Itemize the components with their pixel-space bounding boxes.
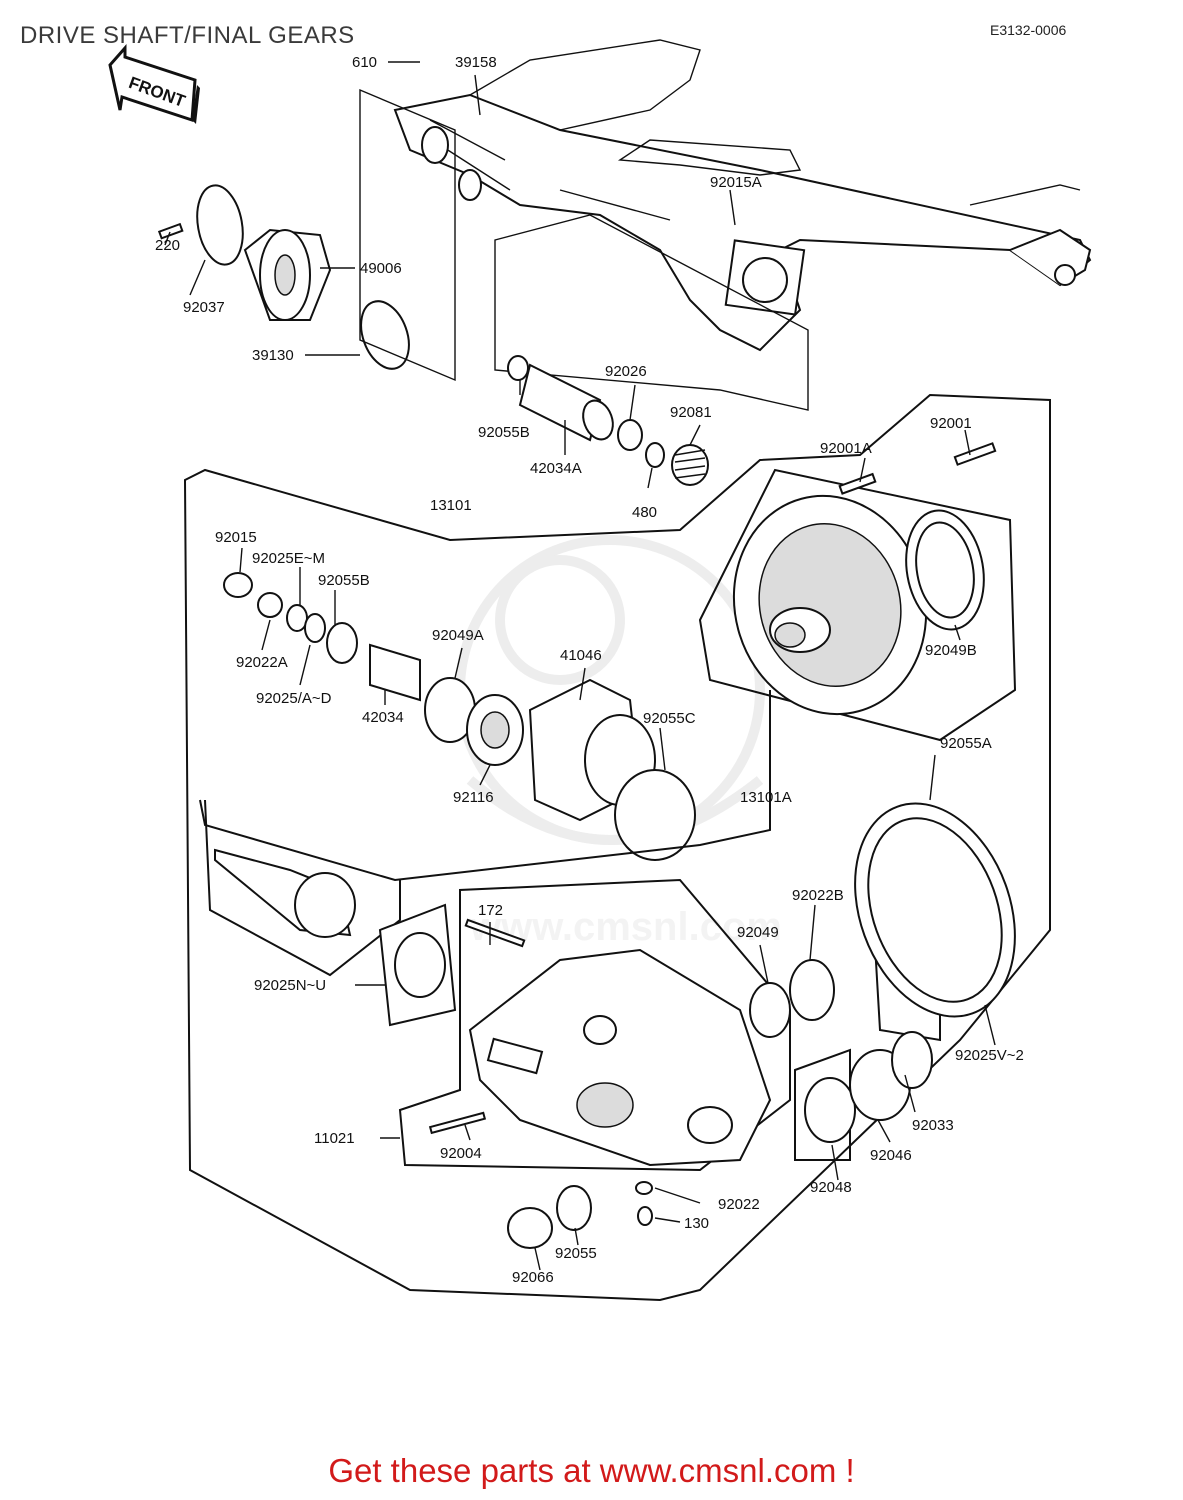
label-92049B: 92049B [925, 642, 977, 659]
label-92055: 92055 [555, 1245, 597, 1262]
bottom-parts [507, 1181, 653, 1249]
label-92026: 92026 [605, 363, 647, 380]
ring-gear [732, 442, 997, 716]
pinion-bearings [223, 572, 524, 766]
label-92022B: 92022B [792, 887, 844, 904]
label-92015: 92015 [215, 529, 257, 546]
label-92055B: 92055B [318, 572, 370, 589]
label-92081: 92081 [670, 404, 712, 421]
label-41046: 41046 [560, 647, 602, 664]
pinion-gear [214, 848, 457, 1027]
part-labels: 610 39158 92015A 220 92037 49006 39130 9… [155, 54, 1024, 1286]
front-joint-group [157, 184, 410, 370]
leader-lines [164, 61, 996, 1271]
label-92025N-U: 92025N~U [254, 977, 326, 994]
label-480: 480 [632, 504, 657, 521]
label-92025-A-D: 92025/A~D [256, 690, 332, 707]
drive-shaft-parts [507, 355, 709, 486]
label-92055C: 92055C [643, 710, 696, 727]
shaft-bracket [359, 88, 456, 382]
label-92049: 92049 [737, 924, 779, 941]
label-92049A: 92049A [432, 627, 484, 644]
label-130: 130 [684, 1215, 709, 1232]
label-39158: 39158 [455, 54, 497, 71]
label-220: 220 [155, 237, 180, 254]
label-92022A: 92022A [236, 654, 288, 671]
label-92055A: 92055A [940, 735, 992, 752]
label-172: 172 [478, 902, 503, 919]
label-11021: 11021 [314, 1130, 355, 1147]
footer-link[interactable]: Get these parts at www.cmsnl.com ! [328, 1452, 855, 1489]
label-92022: 92022 [718, 1196, 760, 1213]
label-92025V-2: 92025V~2 [955, 1047, 1024, 1064]
label-92048: 92048 [810, 1179, 852, 1196]
driveshaft-bracket [494, 214, 809, 411]
label-92066: 92066 [512, 1269, 554, 1286]
swing-arm [393, 39, 1092, 352]
diagram-code: E3132-0006 [990, 22, 1067, 38]
pinion-bracket [204, 799, 401, 977]
ring-gear-bracket [698, 468, 1017, 742]
pinion-lead [199, 690, 771, 882]
final-gear-case [428, 918, 772, 1167]
label-92037: 92037 [183, 299, 225, 316]
label-610: 610 [352, 54, 377, 71]
label-92004: 92004 [440, 1145, 482, 1162]
label-92025E-M: 92025E~M [252, 550, 325, 567]
right-cover [749, 802, 1016, 1161]
label-92015A: 92015A [710, 174, 762, 191]
label-92033: 92033 [912, 1117, 954, 1134]
label-92055B-top: 92055B [478, 424, 530, 441]
diagram-title: DRIVE SHAFT/FINAL GEARS [20, 22, 355, 49]
label-92001A: 92001A [820, 440, 872, 457]
bearing-housing [528, 678, 696, 861]
label-42034: 42034 [362, 709, 404, 726]
label-92046: 92046 [870, 1147, 912, 1164]
label-42034A: 42034A [530, 460, 582, 477]
label-39130: 39130 [252, 347, 294, 364]
label-92116: 92116 [453, 789, 494, 806]
label-49006: 49006 [360, 260, 402, 277]
assembly-outline [183, 393, 1051, 1302]
front-arrow-icon: FRONT [108, 44, 200, 124]
label-13101: 13101 [430, 497, 472, 514]
label-92001: 92001 [930, 415, 972, 432]
label-13101A: 13101A [740, 789, 792, 806]
